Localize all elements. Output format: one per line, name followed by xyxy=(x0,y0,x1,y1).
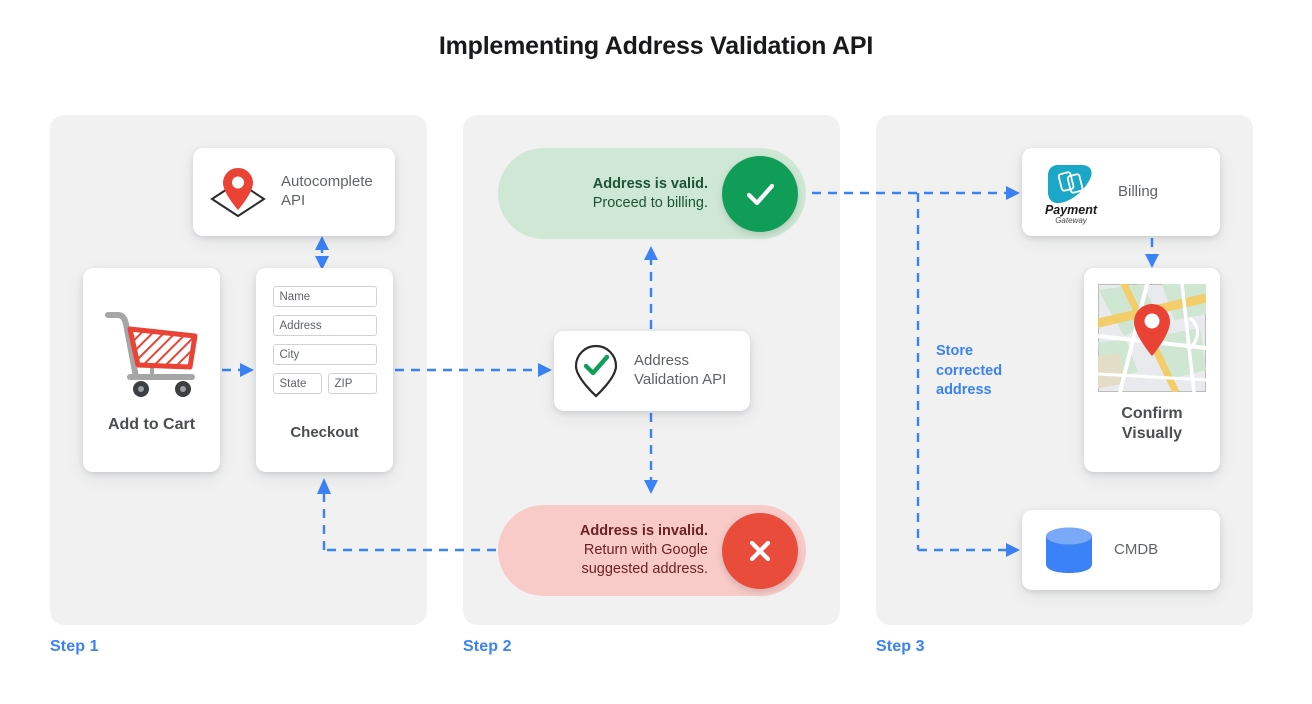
database-icon xyxy=(1046,527,1092,573)
shopping-cart-icon xyxy=(104,312,197,398)
confirm-visually-caption: Confirm Visually xyxy=(1121,404,1182,443)
address-valid-line2: Proceed to billing. xyxy=(592,194,708,211)
checkout-field-zip[interactable]: ZIP xyxy=(327,373,377,394)
cmdb-card[interactable]: CMDB xyxy=(1022,510,1220,590)
confirm-caption-line1: Confirm xyxy=(1121,405,1183,422)
autocomplete-api-card[interactable]: Autocomplete API xyxy=(193,148,395,236)
check-icon xyxy=(746,183,775,205)
checkout-field-name-label: Name xyxy=(279,290,311,303)
checkout-field-name[interactable]: Name xyxy=(272,286,377,307)
autocomplete-label-line1: Autocomplete xyxy=(281,173,373,191)
add-to-cart-caption: Add to Cart xyxy=(107,416,196,434)
add-to-cart-card[interactable]: Add to Cart xyxy=(83,268,220,472)
checkout-field-city[interactable]: City xyxy=(272,344,377,365)
svg-text:Payment: Payment xyxy=(1045,203,1098,217)
address-validation-api-label: Address Validation API xyxy=(634,352,726,390)
cmdb-label: CMDB xyxy=(1114,540,1159,558)
checkout-field-city-label: City xyxy=(279,348,300,361)
checkout-card[interactable]: Name Address City State ZIP Checkout xyxy=(256,268,393,472)
confirm-caption-line2: Visually xyxy=(1121,424,1183,442)
payment-gateway-logo-icon: Payment Gateway xyxy=(1045,165,1098,225)
confirm-visually-card[interactable]: Confirm Visually xyxy=(1084,268,1220,472)
checkout-field-address[interactable]: Address xyxy=(272,315,377,336)
address-invalid-line2: Return with Google xyxy=(583,542,708,559)
store-note-line1: Store xyxy=(936,343,974,359)
step-3-label: Step 3 xyxy=(876,638,925,655)
checkout-caption: Checkout xyxy=(290,424,359,441)
checkout-field-state[interactable]: State xyxy=(272,373,322,394)
step-2-label: Step 2 xyxy=(463,638,512,655)
address-valid-line1: Address is valid. xyxy=(592,175,708,192)
map-thumbnail-icon xyxy=(1098,284,1206,392)
store-note-line3: address xyxy=(936,382,992,399)
address-valid-pill[interactable]: Address is valid. Proceed to billing. xyxy=(498,148,806,239)
checkout-field-address-label: Address xyxy=(279,319,322,332)
billing-card[interactable]: Payment Gateway Billing xyxy=(1022,148,1220,236)
address-invalid-line1: Address is invalid. xyxy=(579,523,708,540)
page-title: Implementing Address Validation API xyxy=(438,32,874,60)
address-valid-text: Address is valid. Proceed to billing. xyxy=(593,175,722,213)
address-invalid-pill[interactable]: Address is invalid. Return with Google s… xyxy=(498,505,806,596)
validation-label-line2: Validation API xyxy=(634,371,727,388)
valid-badge xyxy=(722,155,798,232)
checkout-field-zip-label: ZIP xyxy=(334,377,353,390)
checkout-field-row: State ZIP xyxy=(272,373,377,394)
store-note-line2: corrected xyxy=(936,362,1003,379)
address-validation-api-card[interactable]: Address Validation API xyxy=(554,331,750,411)
address-invalid-line3: suggested address. xyxy=(581,560,708,577)
billing-label: Billing xyxy=(1118,182,1159,200)
step-1-label: Step 1 xyxy=(50,638,99,655)
map-pin-diamond-icon xyxy=(210,168,266,218)
svg-text:Gateway: Gateway xyxy=(1055,216,1088,225)
autocomplete-api-label: Autocomplete API xyxy=(281,173,373,211)
autocomplete-label-line2: API xyxy=(281,192,306,209)
close-icon xyxy=(749,540,771,561)
checkout-field-state-label: State xyxy=(279,377,307,390)
validation-label-line1: Address xyxy=(634,352,690,370)
store-corrected-address-note: Store corrected address xyxy=(936,342,1032,401)
invalid-badge xyxy=(722,512,798,589)
address-invalid-text: Address is invalid. Return with Google s… xyxy=(580,522,722,579)
map-pin-check-icon xyxy=(574,344,618,398)
